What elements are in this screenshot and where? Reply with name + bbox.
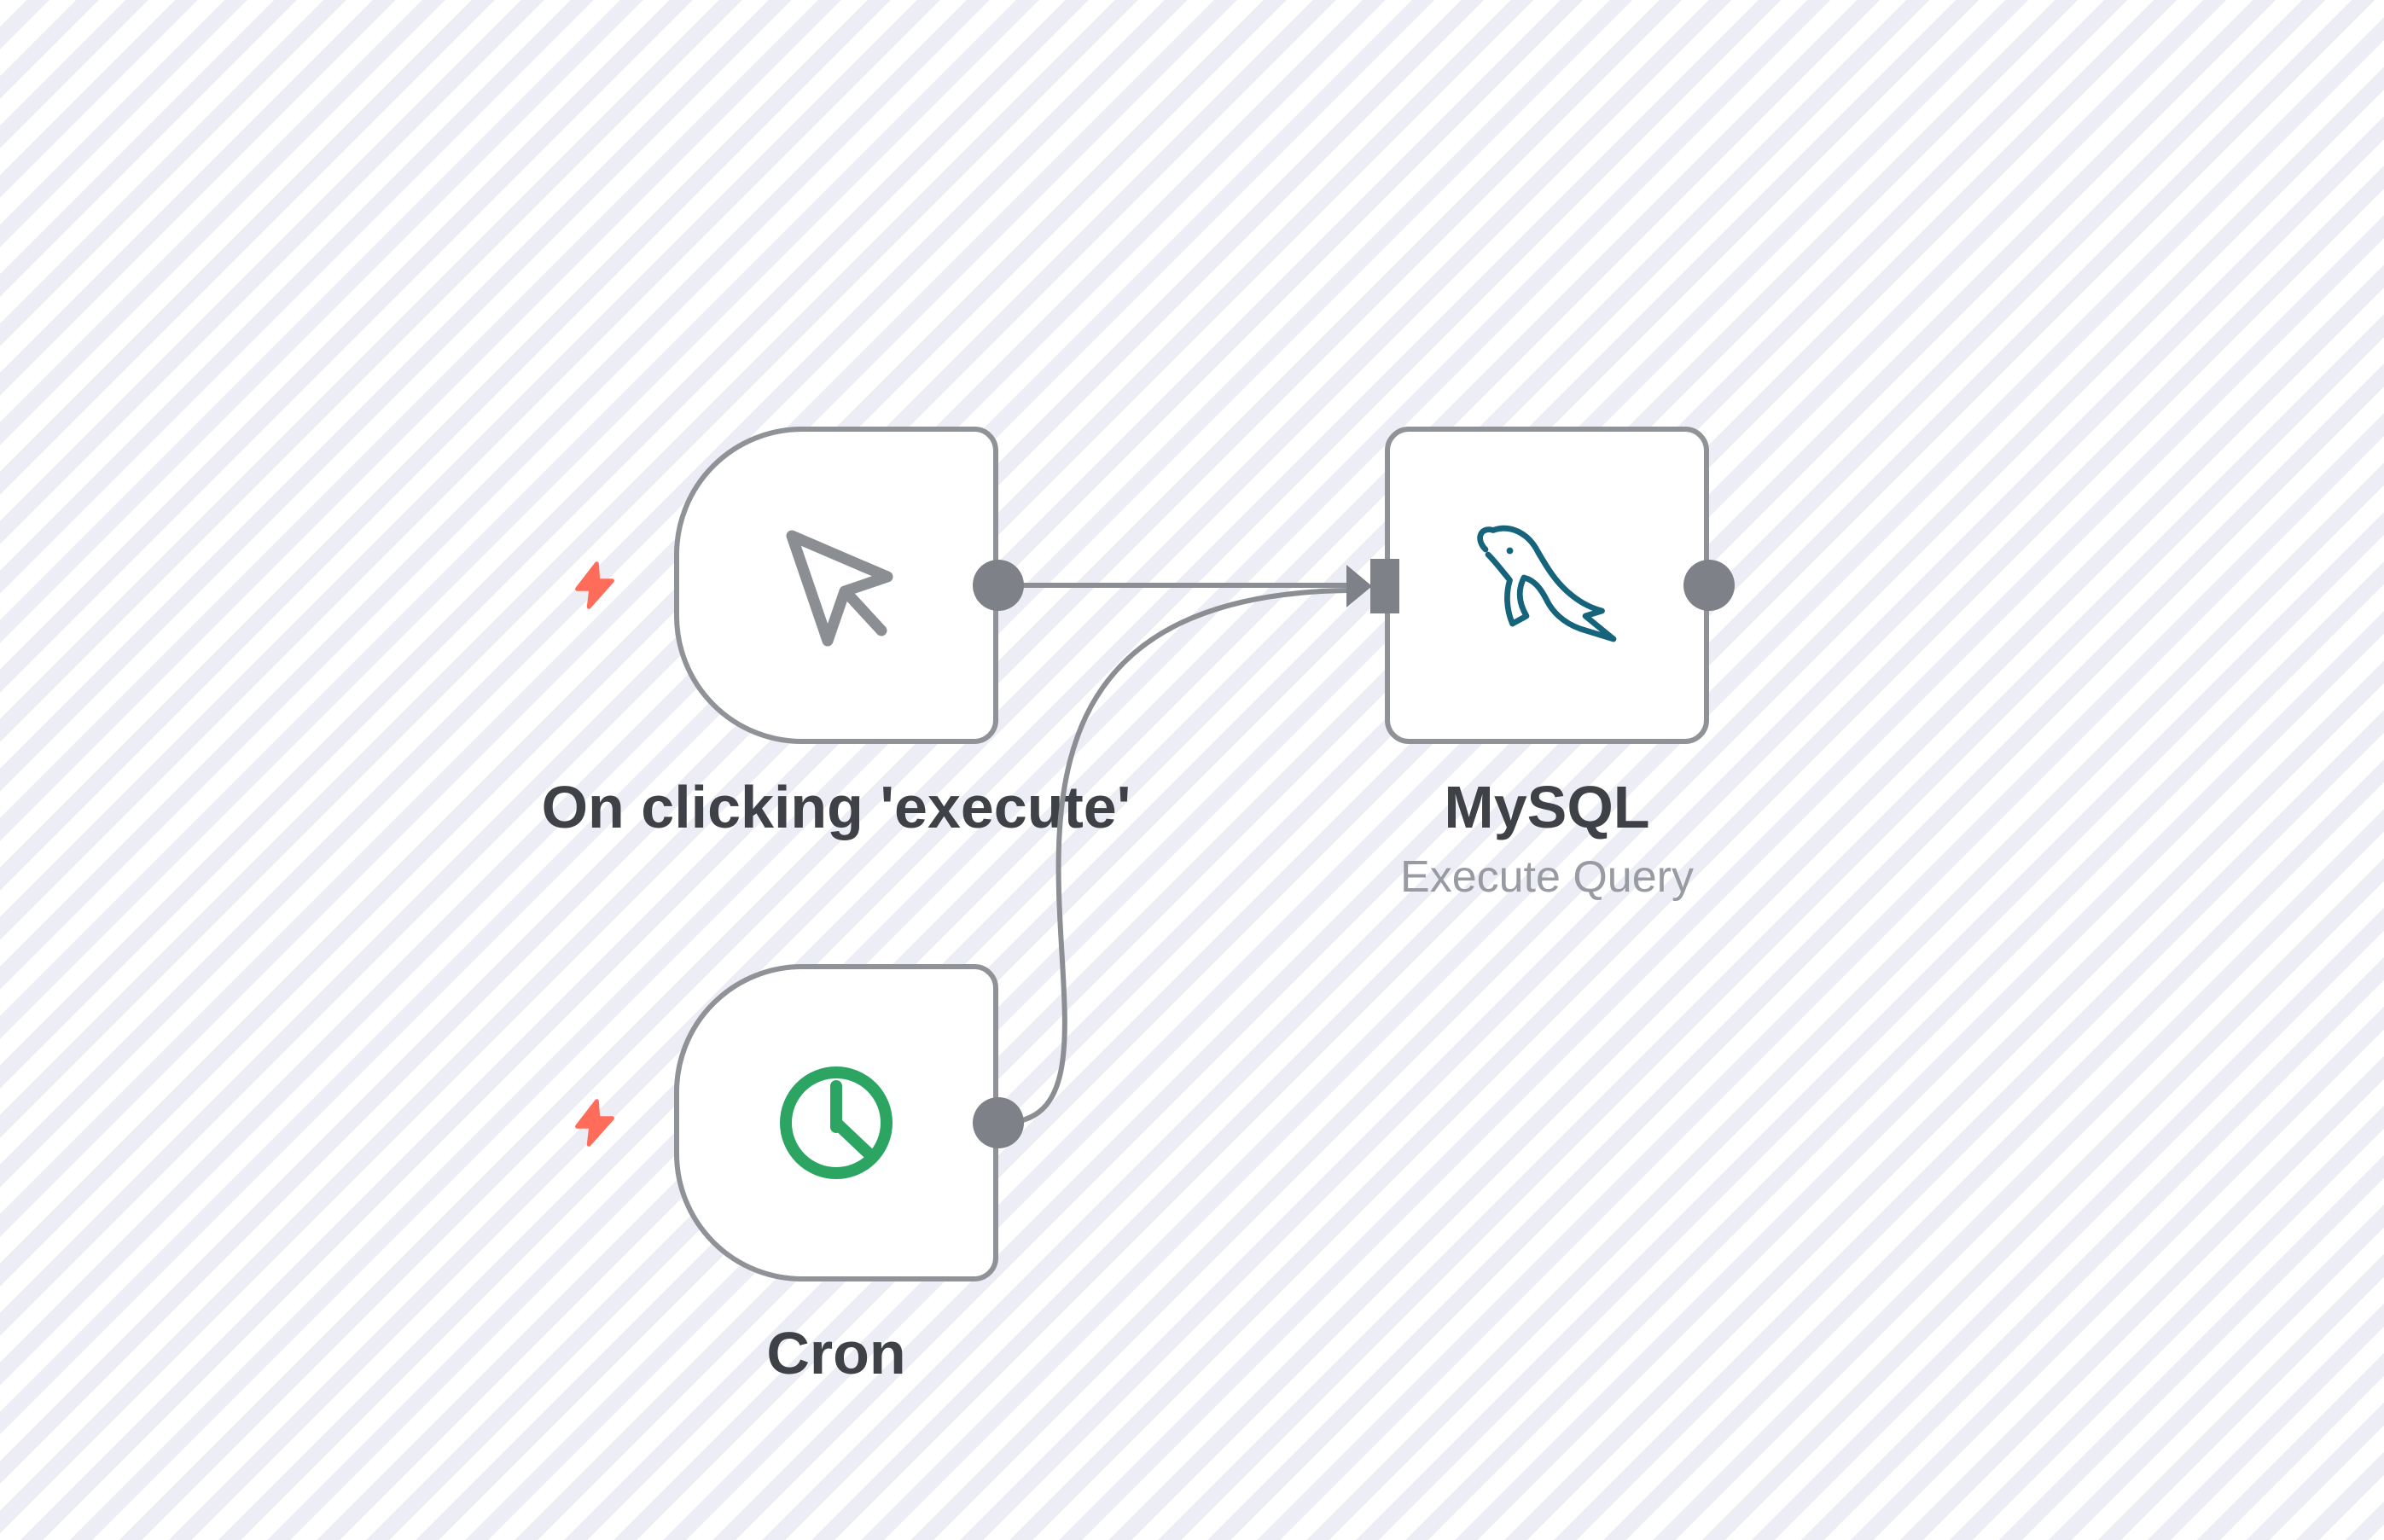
mouse-pointer-icon [772, 521, 900, 649]
node-label-mysql: MySQL [1444, 774, 1650, 840]
node-cron-trigger[interactable] [674, 964, 998, 1281]
connection-cron-to-mysql [1002, 588, 1349, 1125]
node-label-cron: Cron [766, 1320, 906, 1386]
node-mysql[interactable] [1385, 427, 1709, 744]
connection-arrowhead-icon [1346, 565, 1372, 607]
node-label-manual-trigger: On clicking 'execute' [541, 774, 1131, 840]
node-sublabel-mysql-operation: Execute Query [1400, 852, 1694, 902]
mysql-dolphin-icon [1470, 521, 1624, 649]
lightning-bolt-icon [570, 1095, 619, 1151]
clock-icon [774, 1061, 898, 1185]
node-manual-trigger[interactable] [674, 427, 998, 744]
lightning-bolt-icon [570, 557, 619, 613]
